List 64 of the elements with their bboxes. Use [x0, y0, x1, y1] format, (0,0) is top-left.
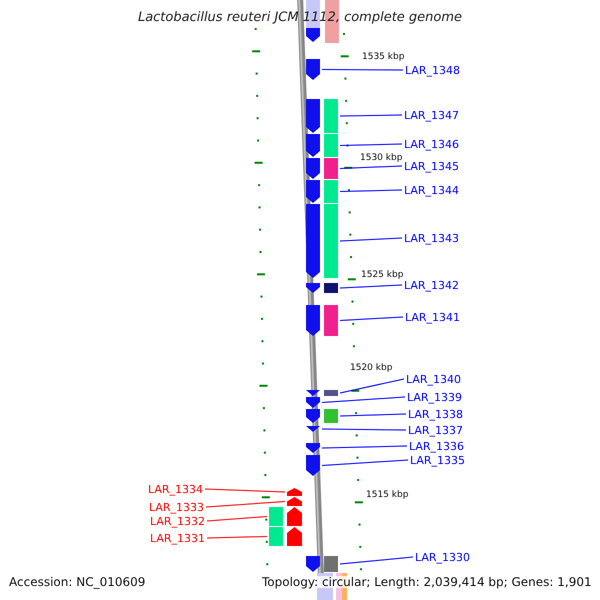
gene-label: LAR_1336: [409, 440, 464, 452]
gene-feature: [269, 527, 302, 546]
gene-label: LAR_1341: [405, 312, 460, 322]
gene-feature: [306, 59, 320, 80]
scale-label: 1535 kbp: [362, 52, 404, 62]
gene-feature: [306, 455, 320, 476]
gene-feature: [306, 556, 338, 572]
gene-label: LAR_1347: [404, 110, 460, 120]
leader-line: [340, 166, 402, 169]
gene-feature: [306, 204, 338, 278]
leader-line: [340, 190, 402, 192]
gene-label: LAR_1344: [404, 184, 460, 196]
leader-line: [206, 536, 268, 538]
scale-label: 1530 kbp: [360, 154, 402, 162]
gene-label: LAR_1348: [405, 64, 460, 76]
gene-feature: [306, 397, 320, 408]
leader-line: [322, 446, 408, 448]
gene-label: LAR_1346: [404, 138, 460, 150]
leader-line: [204, 488, 286, 492]
accession-text: Accession: NC_010609: [9, 576, 146, 588]
gene-feature: [306, 426, 320, 432]
leader-line: [206, 501, 286, 508]
gene-feature: [306, 99, 338, 133]
gene-label: LAR_1335: [410, 454, 466, 466]
gene-label: LAR_1334: [148, 484, 204, 494]
gene-feature: [306, 134, 338, 157]
leader-line: [340, 284, 402, 288]
gene-label: LAR_1338: [408, 408, 464, 420]
gene-feature: [269, 507, 302, 526]
leader-line: [340, 114, 402, 116]
genome-summary-text: Topology: circular; Length: 2,039,414 bp; Genes: 1,901: [262, 576, 592, 588]
gene-label: LAR_1337: [408, 424, 464, 436]
scale-label: 1520 kbp: [350, 364, 392, 372]
title: Lactobacillus reuteri JCM 1112, complete genome: [136, 11, 464, 24]
gene-feature: [306, 180, 338, 203]
gene-feature: [306, 305, 338, 336]
gene-label: LAR_1339: [407, 392, 462, 402]
gene-label: LAR_1330: [415, 552, 470, 562]
gene-feature: [306, 409, 338, 423]
gene-label: LAR_1333: [149, 502, 204, 512]
gene-label: LAR_1340: [406, 374, 462, 384]
leader-line: [206, 516, 268, 522]
gene-label: LAR_1342: [404, 280, 460, 290]
gene-feature: [306, 158, 338, 179]
leader-line: [322, 69, 404, 70]
gene-feature: [306, 283, 338, 293]
leader-line: [340, 414, 406, 416]
scale-label: 1515 kbp: [366, 490, 408, 500]
leader-line: [340, 144, 402, 146]
gene-label: LAR_1345: [404, 160, 460, 172]
leader-line: [340, 378, 404, 394]
gene-label: LAR_1343: [404, 232, 460, 244]
gene-label: LAR_1332: [150, 516, 206, 526]
gene-feature: [306, 443, 320, 453]
leader-line: [322, 396, 406, 403]
leader-line: [322, 460, 408, 466]
leader-line: [322, 428, 406, 430]
leader-line: [340, 238, 402, 242]
leader-line: [340, 316, 404, 321]
gene-feature: [287, 488, 302, 496]
gene-feature: [306, 390, 338, 396]
gene-label: LAR_1331: [150, 532, 206, 544]
leader-line: [340, 556, 414, 564]
scale-label: 1525 kbp: [361, 270, 404, 280]
